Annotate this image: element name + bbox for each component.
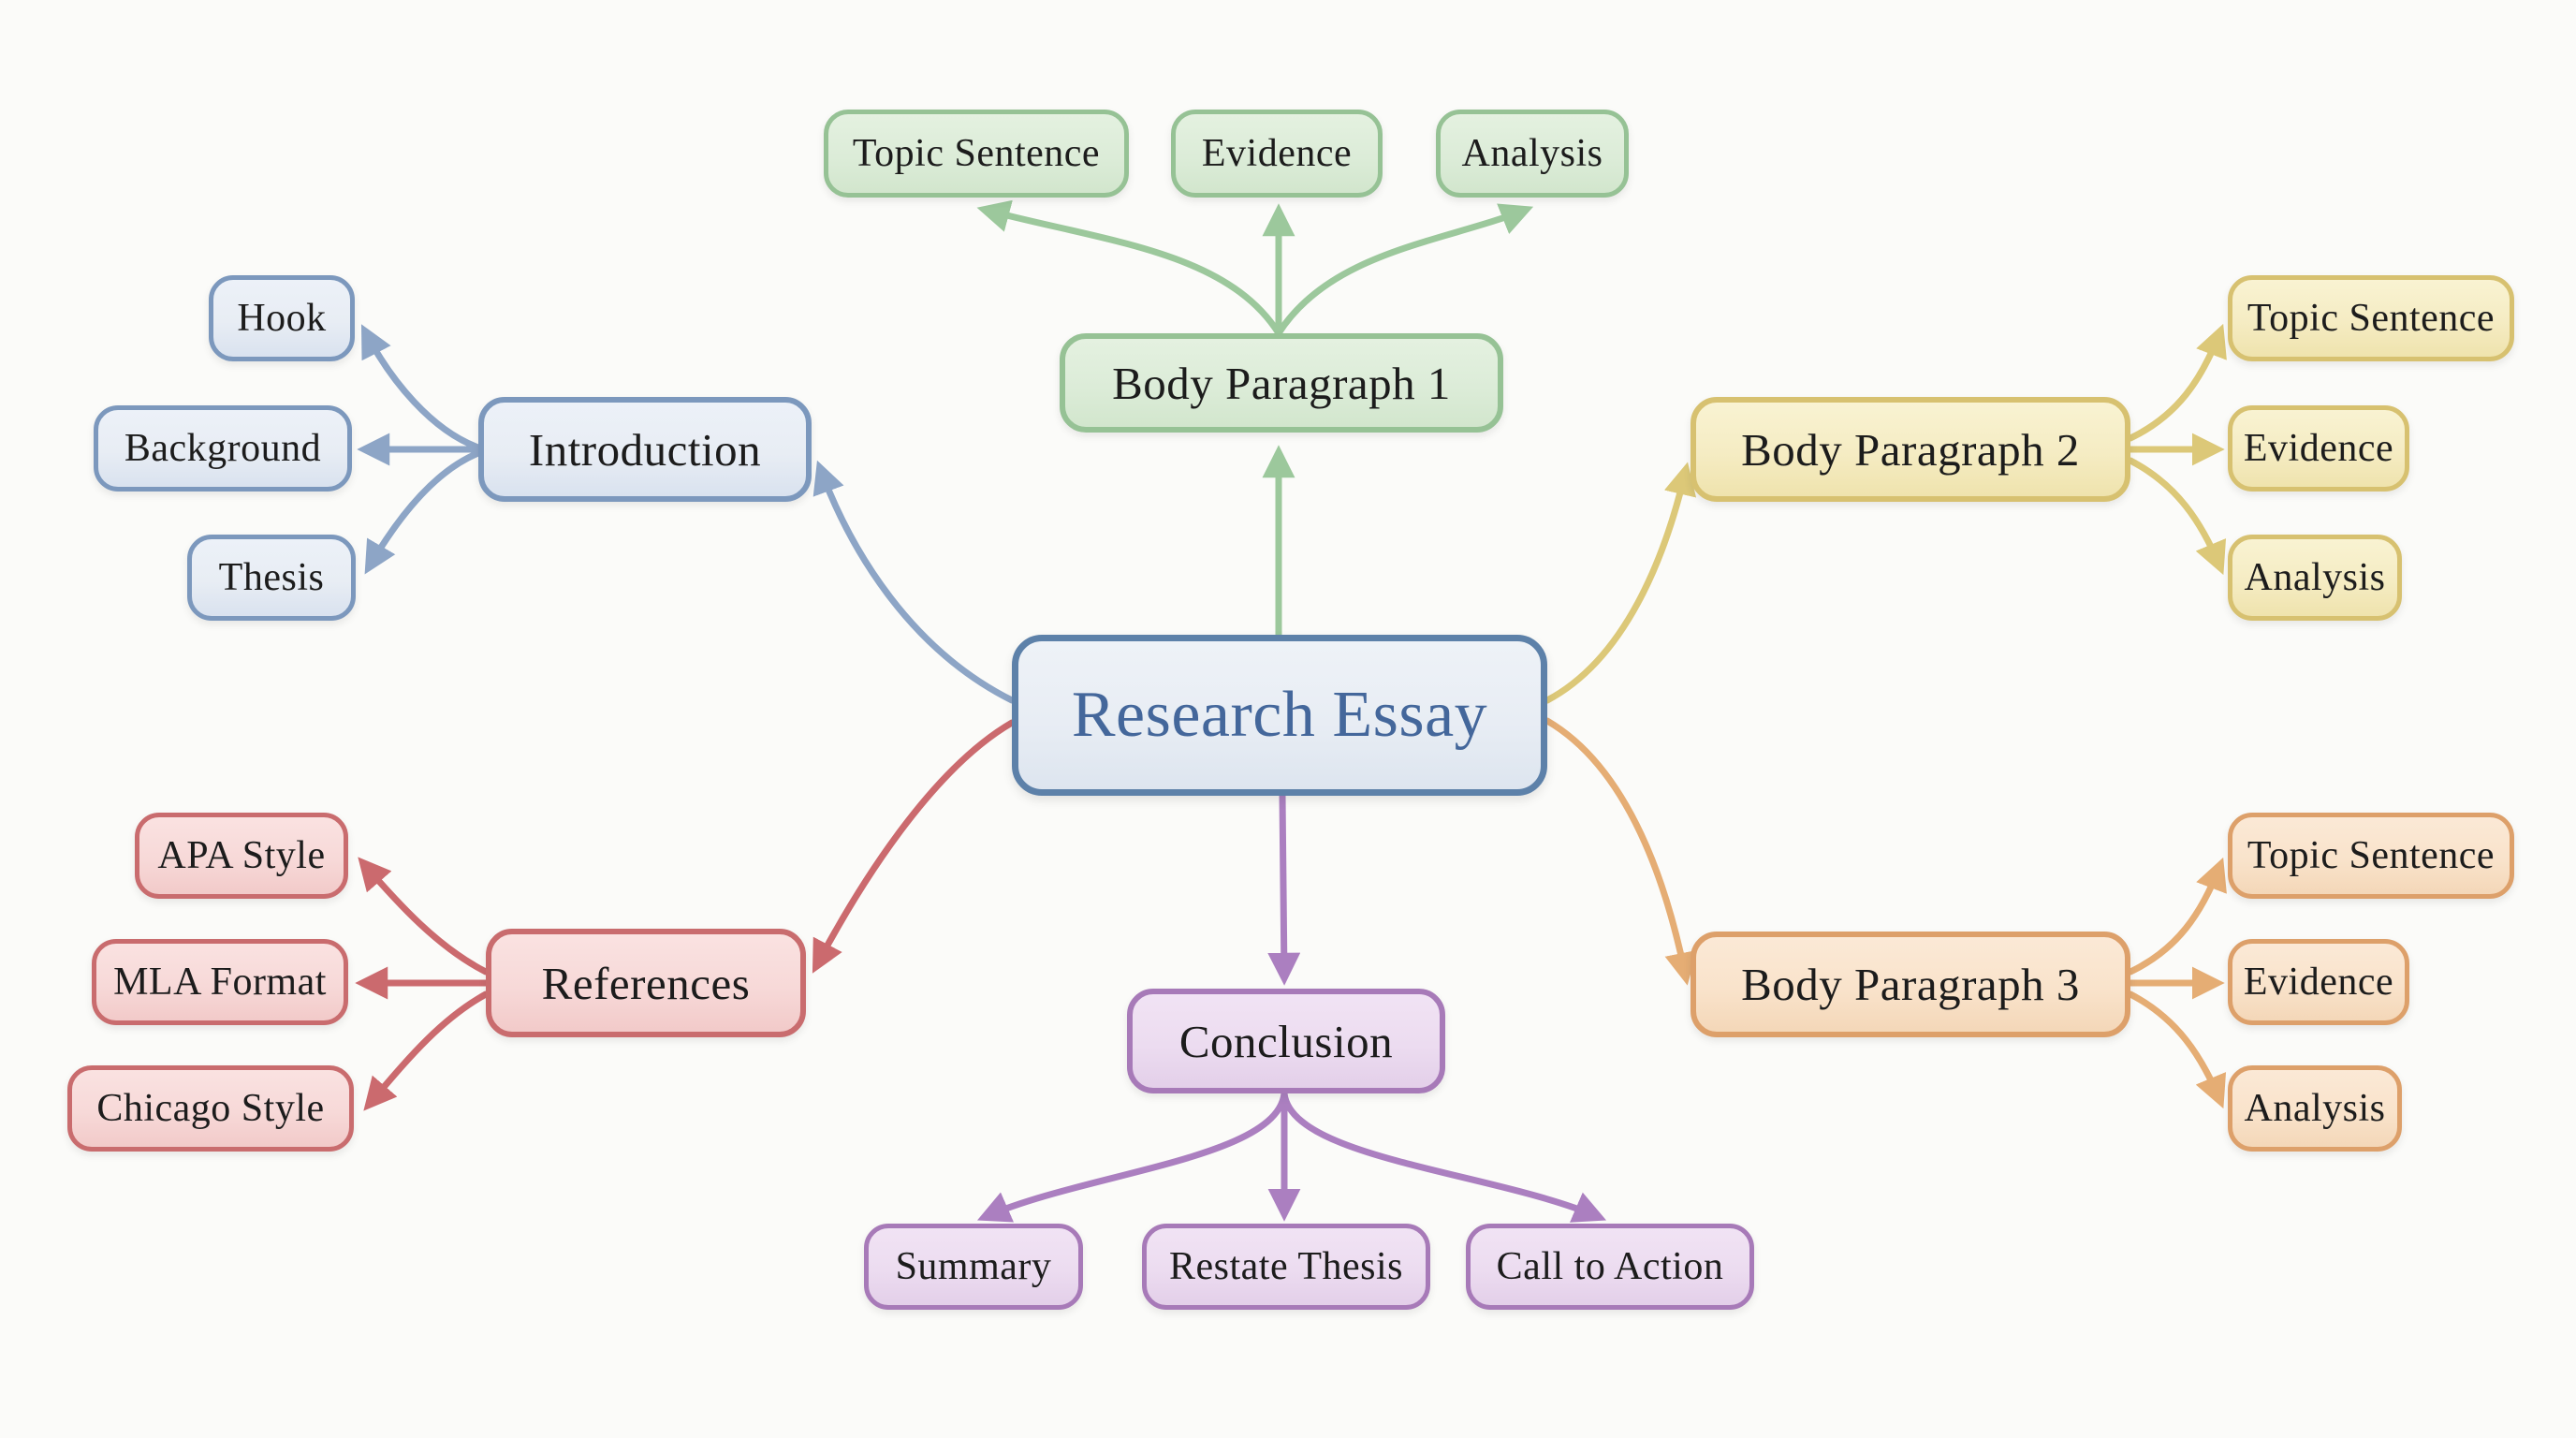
node-body-paragraph-2: Body Paragraph 2 — [1690, 397, 2130, 502]
node-bp2-analysis: Analysis — [2228, 535, 2402, 621]
edge-bp3-to-topic-sentence — [2127, 857, 2227, 976]
node-chicago-style: Chicago Style — [67, 1065, 354, 1152]
node-mla-format: MLA Format — [92, 939, 348, 1025]
edge-research-to-bp2 — [1544, 462, 1697, 704]
edge-research-to-references — [812, 719, 1016, 974]
node-call-to-action: Call to Action — [1466, 1224, 1754, 1310]
edge-research-to-introduction — [812, 460, 1016, 704]
edge-conclusion-to-summary — [976, 1090, 1288, 1223]
node-bp2-evidence: Evidence — [2228, 405, 2409, 492]
edge-bp2-to-topic-sentence — [2127, 323, 2227, 442]
node-references: References — [486, 929, 806, 1037]
node-bp1-analysis: Analysis — [1436, 110, 1629, 198]
edge-bp1-to-analysis — [1275, 203, 1534, 337]
node-background: Background — [94, 405, 352, 492]
edge-bp3-to-analysis — [2127, 990, 2227, 1109]
node-bp2-topic-sentence: Topic Sentence — [2228, 275, 2514, 361]
edge-references-to-chicago — [363, 990, 490, 1111]
node-bp3-analysis: Analysis — [2228, 1065, 2402, 1152]
node-restate-thesis: Restate Thesis — [1142, 1224, 1430, 1310]
node-body-paragraph-1: Body Paragraph 1 — [1060, 333, 1503, 433]
edge-bp2-to-analysis — [2127, 457, 2227, 576]
node-apa-style: APA Style — [135, 813, 348, 899]
edge-introduction-to-hook — [360, 324, 482, 451]
node-summary: Summary — [864, 1224, 1083, 1310]
node-bp1-topic-sentence: Topic Sentence — [824, 110, 1129, 198]
node-body-paragraph-3: Body Paragraph 3 — [1690, 932, 2130, 1037]
node-conclusion: Conclusion — [1127, 989, 1445, 1093]
node-thesis: Thesis — [187, 535, 356, 621]
node-hook: Hook — [209, 275, 355, 361]
edge-introduction-to-thesis — [364, 449, 482, 575]
node-bp3-evidence: Evidence — [2228, 939, 2409, 1025]
edge-research-to-bp3 — [1544, 717, 1697, 986]
edge-references-to-apa — [358, 857, 490, 976]
node-research-essay: Research Essay — [1012, 635, 1547, 796]
edge-bp1-to-topic-sentence — [976, 199, 1282, 337]
node-introduction: Introduction — [478, 397, 812, 502]
edge-research-to-conclusion — [1267, 792, 1301, 986]
edge-conclusion-to-call-to-action — [1281, 1090, 1607, 1223]
node-bp3-topic-sentence: Topic Sentence — [2228, 813, 2514, 899]
node-bp1-evidence: Evidence — [1171, 110, 1383, 198]
